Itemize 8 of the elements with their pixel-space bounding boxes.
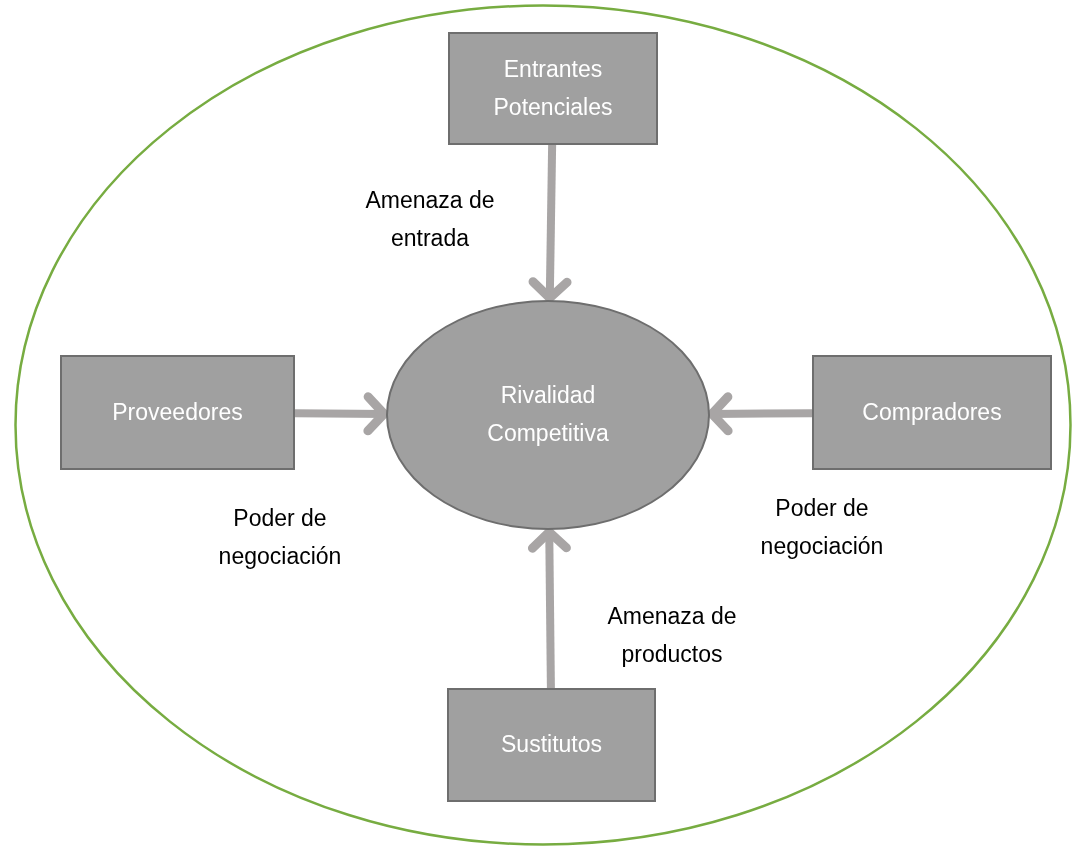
force-box: Sustitutos (447, 688, 656, 802)
arrow (528, 144, 572, 303)
force-box: Proveedores (60, 355, 295, 470)
force-box: Entrantes Potenciales (448, 32, 658, 145)
central-ellipse: Rivalidad Competitiva (386, 300, 710, 530)
outer-ellipse (14, 4, 1072, 846)
force-box: Compradores (812, 355, 1052, 470)
arrow (527, 527, 571, 689)
